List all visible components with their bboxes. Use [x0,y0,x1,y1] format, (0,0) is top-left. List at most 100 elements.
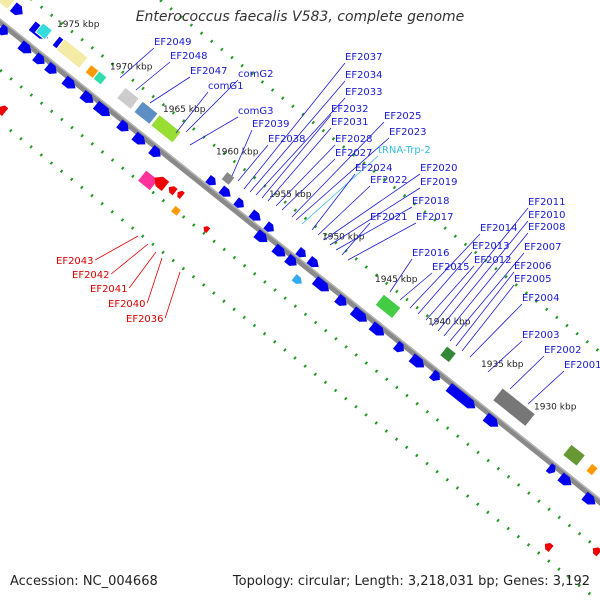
gene-leader-line [437,220,529,332]
reverse-gene-leader-line [128,251,157,289]
kbp-tick-label: 1960 kbp [216,148,259,158]
gene-leader-line [487,340,523,373]
misc-feature-box [149,113,183,144]
kbp-tick-label: 1950 kbp [322,233,365,243]
gene-leader-line [431,207,529,327]
misc-feature-box [34,22,54,41]
forward-cds-shape [17,40,32,54]
topology-label: Topology: circular; Length: 3,218,031 bp… [232,574,590,589]
gene-leader-line [317,185,371,236]
forward-cds [0,24,8,36]
gene-leader-line [189,116,239,146]
gene-label: EF2049 [154,37,192,48]
gene-leader-line [409,233,481,309]
gene-leader-line [329,187,421,246]
forward-cds [92,100,111,117]
misc-feature [585,462,599,477]
forward-cds [9,2,23,16]
reverse-cds-shape [544,543,554,553]
misc-feature-box [438,345,458,364]
misc-feature-box [374,293,402,320]
misc-feature [34,22,54,41]
gene-label: EF2039 [252,119,290,130]
forward-cds-shape [368,321,385,336]
forward-cds-shape [306,255,319,268]
reverse-gene-label: EF2036 [126,314,164,325]
forward-cds-shape [233,197,244,208]
gene-label: comG2 [238,69,273,80]
forward-cds [32,52,45,65]
gene-leader-line [323,173,421,241]
gene-leader-line [417,251,473,315]
forward-cds [311,276,330,292]
reverse-feature-box [136,169,160,192]
gene-leader-line [243,62,346,190]
forward-cds [61,75,76,89]
gene-leader-line [281,158,336,211]
gene-leader-line [399,272,433,301]
trna-feature-shape [291,274,302,284]
kbp-tick-label: 1955 kbp [269,190,312,200]
reverse-cds [0,105,9,117]
forward-cds-shape [581,491,596,505]
gene-label: EF2010 [528,210,566,221]
gene-leader-line [267,127,332,202]
misc-feature [374,293,402,320]
gene-label: EF2007 [524,242,562,253]
forward-cds-shape [428,369,440,382]
forward-cds [581,491,596,505]
misc-feature [55,38,89,70]
gene-label: EF2023 [389,127,427,138]
gene-leader-line [231,129,253,177]
forward-cds-shape [557,472,572,486]
gene-leader-line [119,47,155,79]
gene-label: EF2037 [345,52,383,63]
reverse-cds-shape [592,547,600,557]
kbp-tick-label: 1965 kbp [163,105,206,115]
forward-cds [482,412,499,427]
forward-cds [205,174,216,186]
accession-label: Accession: NC_004668 [10,574,158,589]
gene-label: EF2001 [564,360,600,371]
forward-cds [545,463,556,474]
kbp-tick-label: 1975 kbp [57,20,100,30]
misc-feature [0,0,16,11]
forward-cds-shape [263,221,274,232]
gene-label: EF2038 [268,134,306,145]
misc-feature [115,86,141,111]
forward-cds [349,306,368,322]
forward-cds-shape [334,293,347,306]
gene-leader-line [249,80,346,193]
trna-feature [291,274,302,284]
misc-feature [491,387,537,428]
gene-leader-line [261,114,332,199]
gene-label: EF2003 [522,330,560,341]
kbp-tick-label: 1940 kbp [428,318,471,328]
forward-cds-shape [131,131,146,145]
forward-cds-shape [32,52,45,65]
map-title: Enterococcus faecalis V583, complete gen… [135,9,465,25]
forward-cds-shape [9,2,23,16]
forward-cds [17,40,32,54]
genome-backbone-highlight [0,18,600,500]
gene-leader-line [347,222,417,261]
reverse-gene-label: EF2042 [72,270,110,281]
forward-cds-shape [92,100,111,117]
forward-cds [334,293,347,306]
forward-cds-shape [311,276,330,292]
forward-cds-shape [61,75,76,89]
gene-label: EF2004 [522,293,560,304]
gene-leader-line [185,79,239,133]
forward-cds-shape [349,306,368,322]
gene-leader-line [301,155,379,225]
gene-label: EF2022 [370,175,408,186]
forward-cds-shape [205,174,216,186]
reverse-cds [544,543,554,553]
reverse-gene-leader-line [146,257,163,304]
gene-leader-line [509,355,545,390]
forward-cds-shape [44,61,57,74]
reverse-cds-shape [168,186,178,196]
misc-feature-box [585,462,599,477]
